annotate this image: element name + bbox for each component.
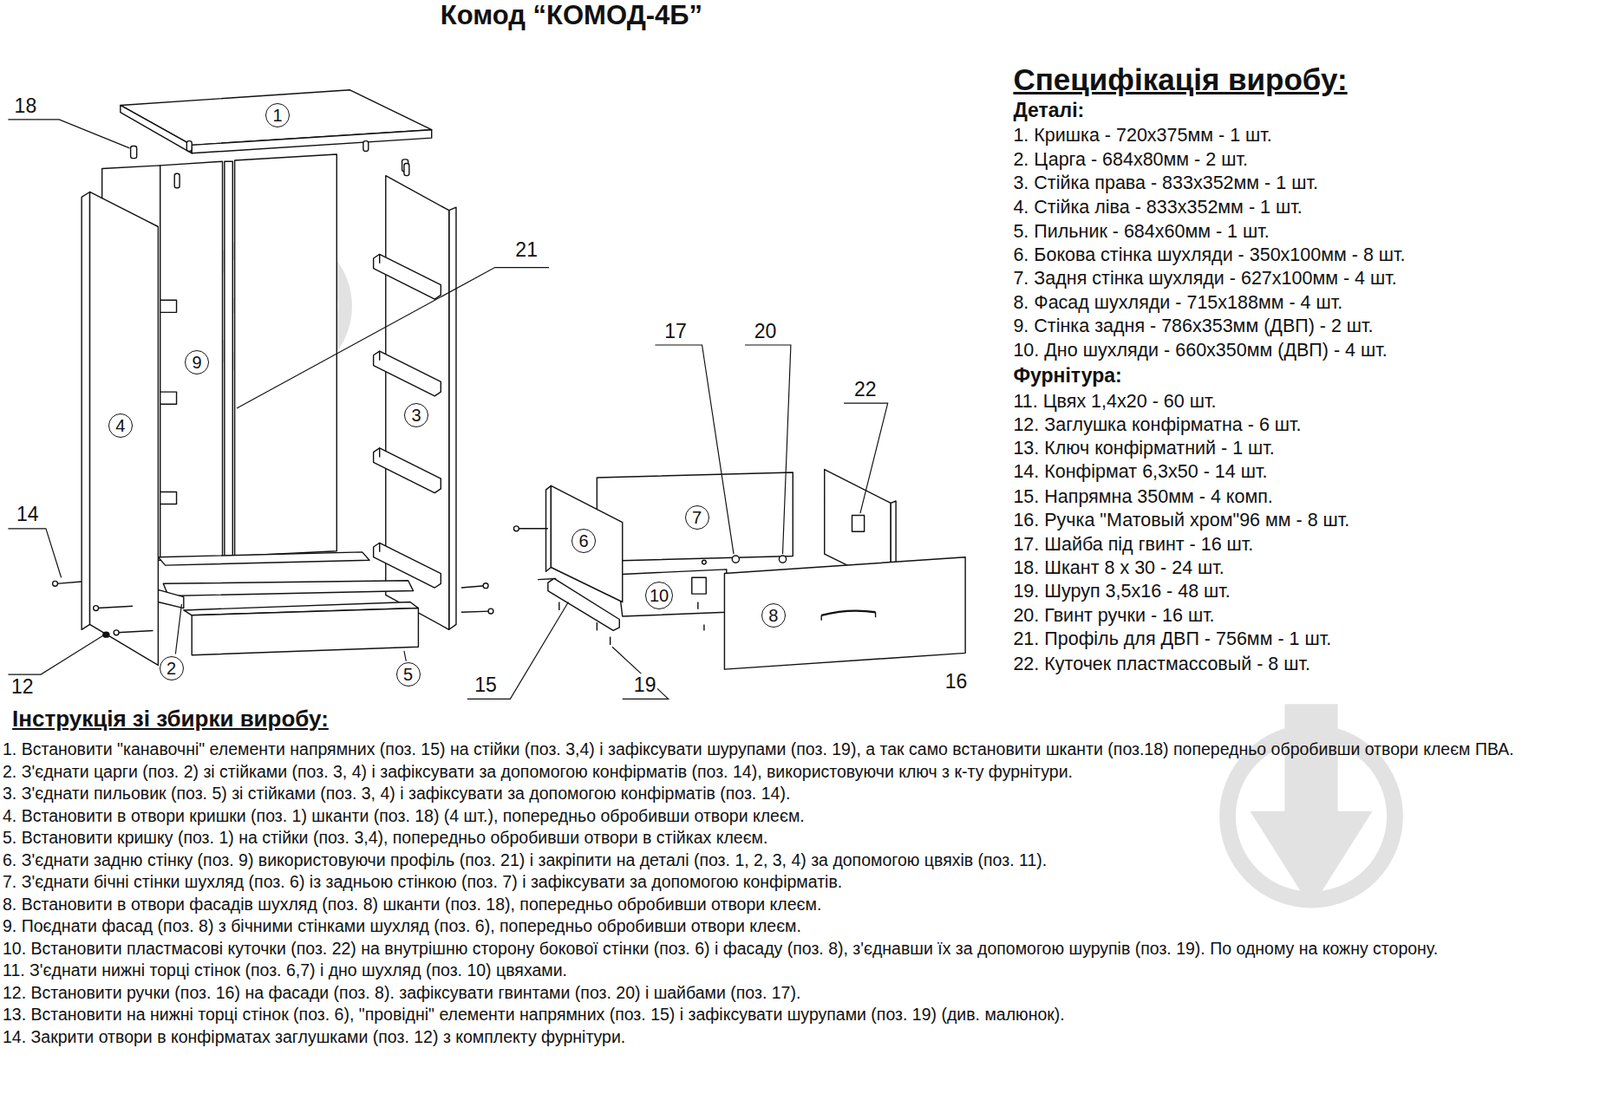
spec-item: 10. Дно шухляди - 660х350мм (ДВП) - 4 шт… [1012, 339, 1387, 362]
spec-item: 15. Напрямна 350мм - 4 комп. [1012, 486, 1273, 509]
instruction-step: 1. Встановити "канавочні" елементи напря… [2, 738, 1597, 762]
part-number: 3 [411, 406, 422, 425]
instruction-step: 7. З'єднати бічні стінки шухляд (поз. 6)… [2, 871, 1597, 895]
spec-item: 7. Задня стінка шухляди - 627х100мм - 4 … [1012, 267, 1397, 290]
spec-item: 4. Стійка ліва - 833х352мм - 1 шт. [1012, 196, 1302, 219]
callout-number: 17 [662, 320, 689, 343]
instruction-step: 11. З'єднати нижні торці стінок (поз. 6,… [2, 960, 1597, 983]
instruction-step: 12. Встановити ручки (поз. 16) на фасади… [2, 982, 1597, 1006]
callout-number: 19 [632, 673, 659, 697]
part-number-circle: 9 [184, 350, 209, 375]
instruction-list: 1. Встановити "канавочні" елементи напря… [2, 738, 1597, 1049]
spec-item: 16. Ручка "Матовый хром"96 мм - 8 шт. [1012, 509, 1350, 532]
spec-item: 13. Ключ конфірматний - 1 шт. [1012, 437, 1274, 460]
spec-item: 12. Заглушка конфірматна - 6 шт. [1012, 414, 1301, 437]
spec-item: 22. Куточек пластмассовый - 8 шт. [1012, 653, 1311, 676]
instruction-step: 2. З'єднати царги (поз. 2) зі стійками (… [2, 761, 1597, 784]
callout-number: 20 [752, 320, 779, 343]
spec-subheading: Деталі: [1012, 98, 1085, 122]
spec-item: 3. Стійка права - 833х352мм - 1 шт. [1012, 172, 1318, 195]
part-number: 7 [692, 509, 702, 527]
instruction-step: 10. Встановити пластмасові куточки (поз.… [2, 938, 1597, 961]
spec-item: 20. Гвинт ручки - 16 шт. [1012, 605, 1215, 627]
callout-number: 21 [513, 238, 540, 262]
spec-item: 8. Фасад шухляди - 715х188мм - 4 шт. [1012, 292, 1343, 314]
spec-item: 17. Шайба під гвинт - 16 шт. [1012, 534, 1254, 556]
spec-item: 1. Кришка - 720х375мм - 1 шт. [1012, 124, 1272, 147]
callout-number: 22 [852, 378, 879, 401]
instruction-step: 6. З'єднати задню стінку (поз. 9) викори… [2, 849, 1597, 873]
callout-number: 16 [943, 670, 970, 693]
spec-item: 6. Бокова стінка шухляди - 350х100мм - 8… [1012, 244, 1405, 267]
part-number: 6 [578, 532, 588, 550]
part-number: 5 [403, 666, 413, 684]
spec-item: 5. Пильник - 684х60мм - 1 шт. [1012, 221, 1269, 243]
part-number-circle: 5 [396, 662, 421, 687]
callout-number: 18 [13, 94, 40, 118]
instruction-step: 3. З'єднати пильовик (поз. 5) зі стійкам… [2, 783, 1597, 806]
part-number-circle: 7 [685, 505, 710, 530]
spec-item: 14. Конфірмат 6,3х50 - 14 шт. [1012, 461, 1267, 484]
instruction-heading: Інструкція зі збирки виробу: [12, 706, 329, 733]
spec-item: 2. Царга - 684х80мм - 2 шт. [1012, 149, 1248, 171]
spec-item: 11. Цвях 1,4х20 - 60 шт. [1012, 391, 1216, 413]
part-number: 10 [649, 587, 669, 605]
instruction-step: 4. Встановити в отвори кришки (поз. 1) ш… [2, 805, 1597, 829]
part-number-circle: 8 [761, 603, 786, 628]
part-number-circle: 4 [108, 413, 133, 438]
spec-item: 18. Шкант 8 х 30 - 24 шт. [1012, 557, 1224, 580]
watermark [206, 208, 1396, 908]
spec-item: 9. Стінка задня - 786х353мм (ДВП) - 2 шт… [1012, 315, 1373, 338]
part-number-circle: 1 [265, 103, 290, 128]
instruction-step: 5. Встановити кришку (поз. 1) на стійки … [2, 827, 1597, 850]
instruction-step: 14. Закрити отвори в конфірматах заглушк… [2, 1026, 1597, 1050]
part-number: 9 [192, 353, 203, 372]
part-number-circle: 3 [404, 403, 429, 428]
spec-item: 21. Профіль для ДВП - 756мм - 1 шт. [1012, 628, 1332, 651]
diagram-title: Комод “КОМОД-4Б” [440, 0, 703, 31]
callout-number: 15 [472, 673, 499, 697]
spec-item: 19. Шуруп 3,5х16 - 48 шт. [1012, 581, 1230, 603]
part-number: 1 [272, 106, 282, 125]
cabinet [52, 90, 494, 667]
callout-number: 12 [9, 675, 36, 699]
spec-heading: Специфікація виробу: [1012, 62, 1347, 98]
instruction-step: 13. Встановити на нижні торці стінок (по… [2, 1004, 1597, 1027]
instruction-step: 8. Встановити в отвори фасадів шухляд (п… [2, 894, 1597, 917]
instruction-step: 9. Поєднати фасад (поз. 8) з бічними сті… [2, 915, 1597, 939]
spec-subheading: Фурнітура: [1012, 364, 1122, 387]
part-number: 8 [768, 607, 778, 625]
part-number: 4 [115, 417, 125, 435]
part-number-circle: 6 [571, 528, 596, 554]
leader-lines [7, 119, 888, 699]
part-number: 2 [166, 659, 177, 678]
callout-number: 14 [14, 502, 41, 526]
drawer [513, 470, 966, 671]
part-number-circle: 2 [159, 656, 184, 681]
